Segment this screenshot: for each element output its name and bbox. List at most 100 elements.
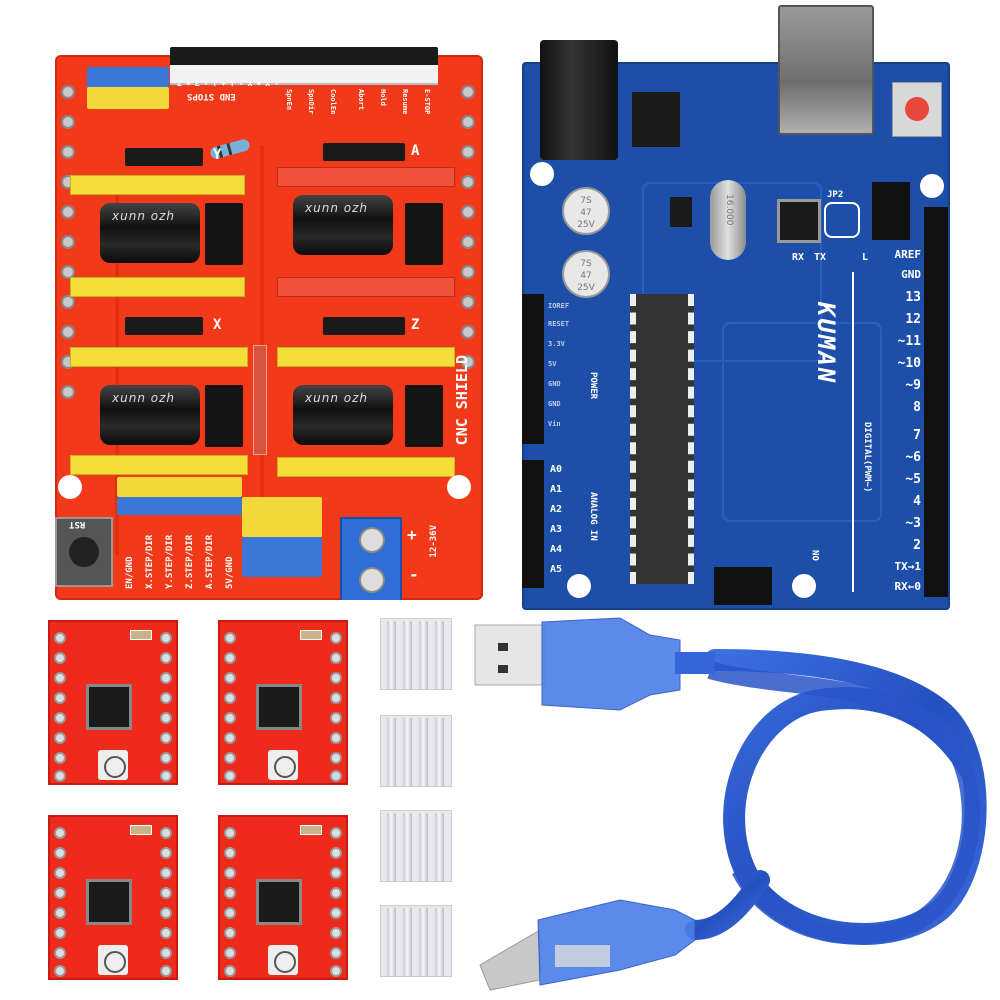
silk-line xyxy=(852,272,854,592)
capacitor: xunn ozh xyxy=(100,203,200,263)
driver-chip xyxy=(256,879,302,925)
edge-pin xyxy=(61,295,75,309)
jumper-block xyxy=(205,203,243,265)
digital-pin-label: GND xyxy=(901,268,921,281)
analog-pin-label: A2 xyxy=(550,504,563,515)
mounting-hole xyxy=(920,174,944,198)
analog-pin-label: A5 xyxy=(550,564,563,575)
yellow-pin-strip xyxy=(117,477,242,497)
usb-chip xyxy=(780,202,818,240)
icsp-header-bottom xyxy=(714,567,772,605)
reset-button-cap xyxy=(905,97,929,121)
cnc-shield-board: END STOPS Z+Z-Y+Y-X+X- SpnEn SpnDir Cool… xyxy=(55,47,483,600)
capacitor: xunn ozh xyxy=(293,385,393,445)
power-pin-label: 3.3V xyxy=(548,340,565,348)
uno-reset-button[interactable] xyxy=(892,82,942,137)
yellow-jumper-pins xyxy=(87,87,169,109)
analog-pin-label: A4 xyxy=(550,544,563,555)
end-stops-label: END STOPS xyxy=(187,91,236,101)
stepper-driver-module xyxy=(218,815,348,980)
driver-socket-x-bottom xyxy=(70,455,248,475)
digital-label: DIGITAL(PWM~) xyxy=(862,422,872,493)
capacitor: xunn ozh xyxy=(293,195,393,255)
digital-header[interactable] xyxy=(924,207,948,597)
edge-pin xyxy=(461,205,475,219)
driver-socket-y-bottom xyxy=(70,277,245,297)
board-title: CNC SHIELD xyxy=(453,355,471,446)
jumper-block xyxy=(405,385,443,447)
end-stop-pin-labels: Z+Z-Y+Y-X+X- xyxy=(177,79,283,88)
current-potentiometer[interactable] xyxy=(268,945,298,975)
capacitor: xunn ozh xyxy=(100,385,200,445)
jp2-header xyxy=(824,202,860,238)
digital-pin-label: 13 xyxy=(905,290,921,305)
edge-pin xyxy=(461,85,475,99)
mounting-hole xyxy=(58,475,82,499)
microcontroller-chip xyxy=(630,294,694,584)
icsp-header xyxy=(872,182,910,240)
terminal-screw[interactable] xyxy=(359,527,385,553)
driver-socket-z-top xyxy=(277,347,455,367)
yellow-jumpers xyxy=(242,497,322,537)
digital-pin-label: ~6 xyxy=(905,450,921,465)
driver-chip xyxy=(86,684,132,730)
digital-pin-label: 7 xyxy=(913,428,921,443)
smd-chip xyxy=(670,197,692,227)
edge-pin xyxy=(61,205,75,219)
usb-cable xyxy=(474,617,987,991)
digital-pin-label: 4 xyxy=(913,494,921,509)
brand-logo: KUMAN xyxy=(812,302,840,385)
power-pin-label: IOREF xyxy=(548,302,570,310)
analog-pin-label: A0 xyxy=(550,464,563,475)
cool-en-label: CoolEn xyxy=(329,89,337,115)
current-potentiometer[interactable] xyxy=(98,750,128,780)
edge-pin xyxy=(461,175,475,189)
blue-jumpers xyxy=(242,537,322,577)
top-header-white xyxy=(170,65,438,85)
mounting-hole xyxy=(567,574,591,598)
reset-button[interactable] xyxy=(55,517,113,587)
axis-label-z: Z xyxy=(411,317,420,333)
usb-b-jack[interactable] xyxy=(778,5,874,135)
current-potentiometer[interactable] xyxy=(98,945,128,975)
power-header[interactable] xyxy=(522,294,544,444)
5v-gnd-label: 5V/GND xyxy=(225,556,235,589)
analog-pin-label: A3 xyxy=(550,524,563,535)
edge-pin xyxy=(61,85,75,99)
reset-button-cap xyxy=(69,537,99,567)
axis-label-x: X xyxy=(213,317,222,333)
stepper-driver-module xyxy=(48,815,178,980)
dc-barrel-jack[interactable] xyxy=(540,40,618,160)
digital-pin-label: ~9 xyxy=(905,378,921,393)
sense-resistor xyxy=(130,630,152,640)
terminal-screw[interactable] xyxy=(359,567,385,593)
x-step-dir-label: X.STEP/DIR xyxy=(145,534,155,589)
power-pin-label: GND xyxy=(548,400,561,408)
edge-pin xyxy=(461,355,475,369)
edge-pin xyxy=(461,145,475,159)
edge-pin xyxy=(61,115,75,129)
y-microstep-header xyxy=(125,148,203,166)
jp2-label: JP2 xyxy=(827,190,844,200)
edge-pin xyxy=(61,325,75,339)
driver-socket-z-bottom xyxy=(277,457,455,477)
driver-chip xyxy=(86,879,132,925)
driver-socket-x-top xyxy=(70,347,248,367)
digital-pin-label: ~11 xyxy=(897,334,921,349)
analog-header[interactable] xyxy=(522,460,544,588)
fuse xyxy=(253,345,267,455)
power-terminal-block[interactable] xyxy=(340,517,402,600)
analog-pin-label: A1 xyxy=(550,484,563,495)
edge-pin xyxy=(61,145,75,159)
current-potentiometer[interactable] xyxy=(268,750,298,780)
power-pin-label: RESET xyxy=(548,320,570,328)
digital-pin-label: RX←0 xyxy=(894,580,922,593)
heatsink xyxy=(380,810,452,882)
digital-pin-label: TX→1 xyxy=(894,560,922,573)
digital-pin-label: AREF xyxy=(894,248,922,261)
axis-label-a: A xyxy=(411,143,420,159)
x-microstep-header xyxy=(125,317,203,335)
edge-pin xyxy=(461,115,475,129)
